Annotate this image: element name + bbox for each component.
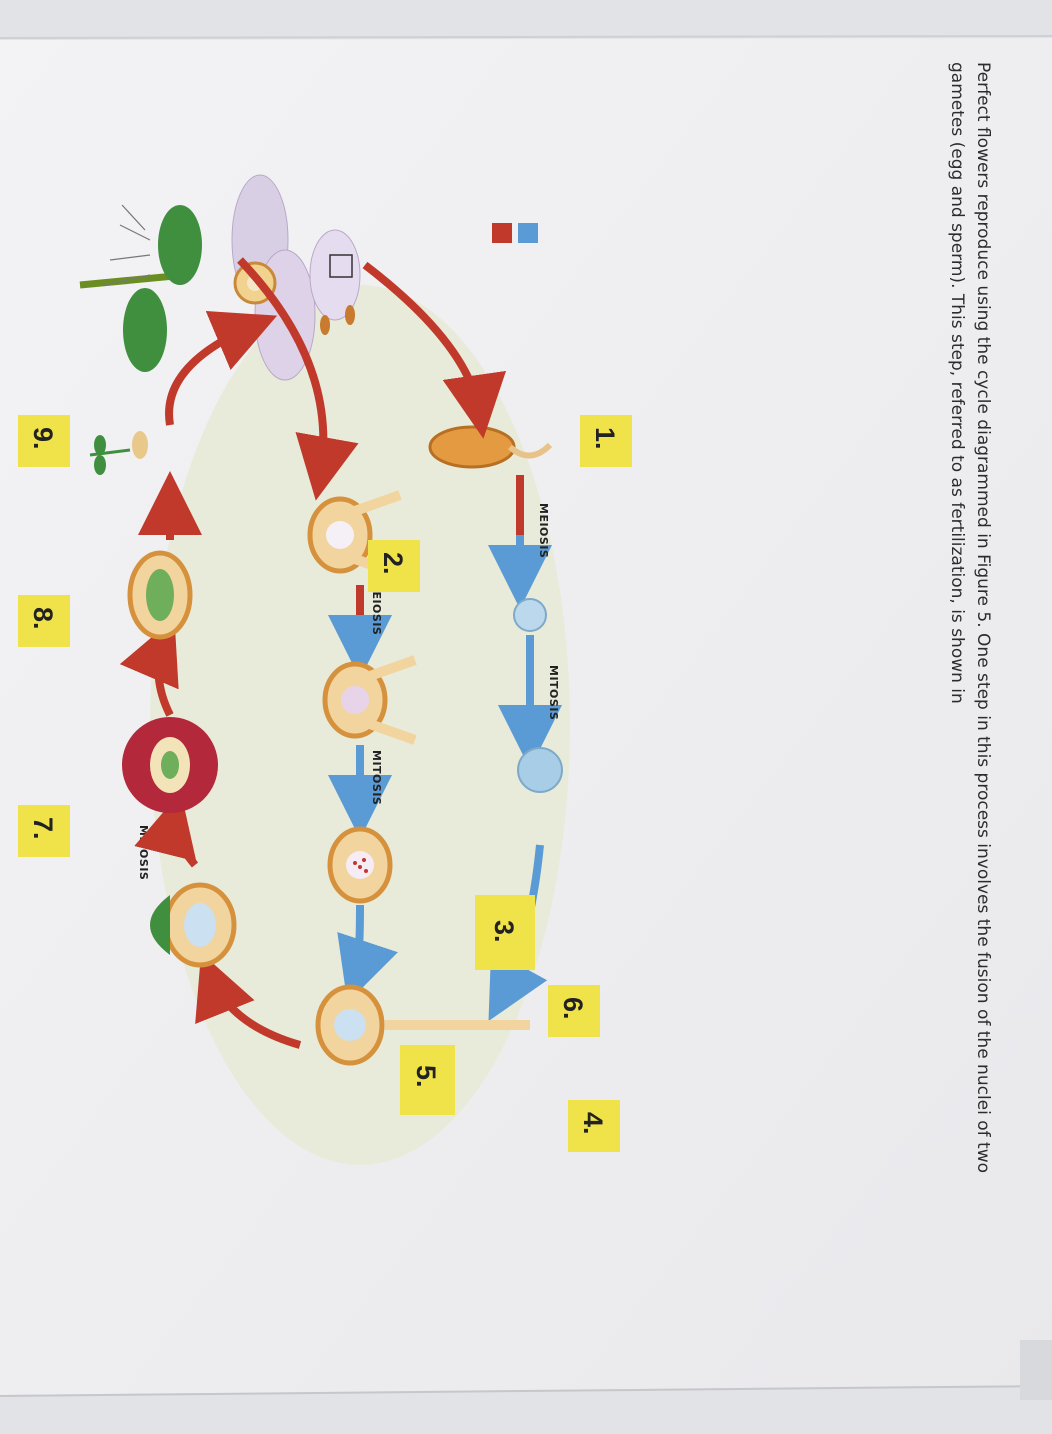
seedling [89,431,148,475]
legend-blue-square [518,223,538,243]
pollen-grain [428,425,516,469]
question-line-1: Perfect flowers reproduce using the cycl… [973,62,993,1173]
label-7: 7. [18,805,70,857]
svg-text:2.: 2. [378,552,408,575]
label-5: 5. [400,1045,455,1115]
label-1: 1. [580,415,632,467]
arrow-fruit-to-seed [119,617,179,717]
label-9: 9. [18,415,70,467]
label-6: 6. [548,985,600,1037]
arrow-flower-to-pollen [362,261,506,439]
svg-text:4.: 4. [578,1112,608,1135]
svg-text:9.: 9. [28,427,58,450]
svg-text:5.: 5. [411,1065,441,1088]
arrow-seedling-to-flower [165,311,278,426]
ovule-1 [307,490,402,580]
label-8: 8. [18,595,70,647]
arrow-to-fertilization [337,904,398,1003]
ovule-fertilization [315,984,530,1066]
ovule-2 [322,655,417,745]
svg-text:6.: 6. [558,997,588,1020]
svg-text:7.: 7. [28,817,58,840]
legend-red-square [492,223,512,243]
stage-mitosis-lower: MITOSIS [137,825,150,880]
fruit [122,717,218,813]
arrow-seed-to-fruit [134,791,199,868]
question-line-2: gametes (egg and sperm). This step, refe… [947,62,967,704]
life-cycle-diagram: MEIOSIS MITOSIS MEIOSIS MITOSIS [18,174,632,1165]
screen-bottom-edge [0,1385,1052,1397]
stage-meiosis-lower: MEIOSIS [370,580,383,635]
pollen-cell [517,747,563,793]
svg-text:3.: 3. [489,920,519,943]
seed [127,550,193,640]
label-3: 3. [475,895,535,970]
svg-text:8.: 8. [28,607,58,630]
screen-top-edge [0,35,1052,39]
label-2: 2. [368,540,420,592]
arrow-fertilization-to-seed [195,952,302,1049]
stage-mitosis-middle: MITOSIS [370,750,383,805]
stage-meiosis-upper: MEIOSIS [537,503,550,558]
microspore [513,598,547,632]
bottom-right-panel [1020,1340,1052,1400]
question-text: Perfect flowers reproduce using the cycl… [947,62,993,1173]
arrow-flower-to-ovule [237,257,359,501]
ovule-3 [327,826,393,904]
flower-illustration [79,174,361,381]
stage-mitosis-upper: MITOSIS [547,665,560,720]
svg-text:1.: 1. [590,427,620,450]
label-4: 4. [568,1100,620,1152]
developing-seed [150,882,237,968]
